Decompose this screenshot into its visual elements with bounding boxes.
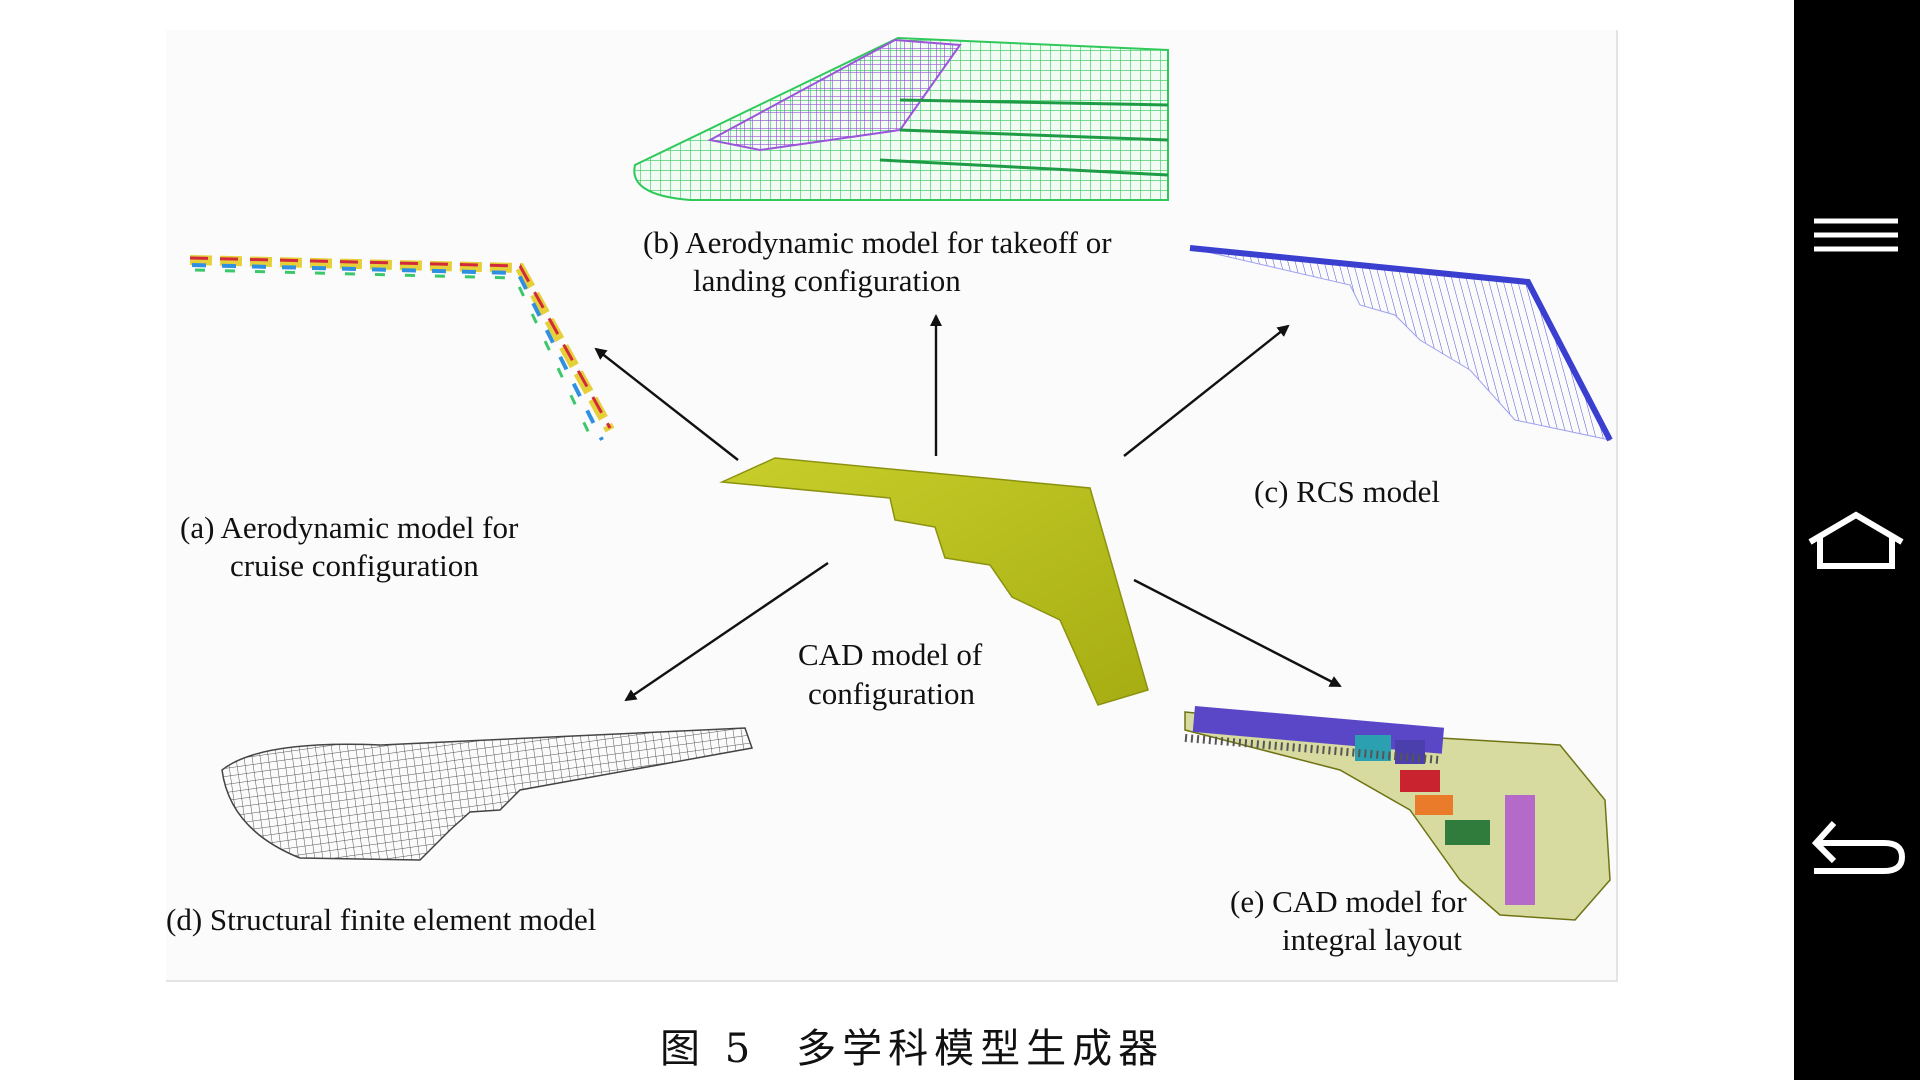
menu-icon	[1814, 218, 1898, 252]
cad-wing	[719, 457, 1149, 706]
label-center-line2: configuration	[808, 676, 976, 711]
home-button[interactable]	[1806, 490, 1906, 590]
figure-caption: 图 5 多学科模型生成器	[660, 1016, 1164, 1072]
caption-prefix: 图 5	[660, 1026, 757, 1072]
navigation-bar	[1794, 0, 1920, 1080]
back-button[interactable]	[1806, 795, 1906, 895]
back-icon	[1811, 820, 1906, 874]
figure-illustration: (a) Aerodynamic model for cruise configu…	[166, 36, 1613, 957]
label-a-line1: (a) Aerodynamic model for	[180, 510, 519, 545]
arrows	[594, 314, 1342, 702]
caption-title: 多学科模型生成器	[796, 1026, 1165, 1072]
arrow-to-e	[1133, 578, 1342, 688]
label-e-line2: integral layout	[1282, 922, 1462, 957]
screen-content: (a) Aerodynamic model for cruise configu…	[166, 30, 1618, 1072]
menu-button[interactable]	[1806, 185, 1906, 285]
arrow-to-a	[594, 347, 739, 461]
arrow-to-c	[1123, 324, 1290, 457]
label-d: (d) Structural finite element model	[166, 902, 596, 937]
rcs-mesh	[1189, 245, 1613, 442]
takeoff-landing-mesh	[633, 36, 1169, 201]
label-b-line2: landing configuration	[693, 263, 961, 298]
label-center-line1: CAD model of	[798, 637, 983, 672]
structural-fe-model	[221, 727, 753, 861]
home-icon	[1808, 511, 1904, 569]
cruise-aero-model	[189, 255, 615, 449]
integral-layout-model	[1184, 706, 1611, 921]
label-e-line1: (e) CAD model for	[1230, 884, 1467, 919]
label-c: (c) RCS model	[1254, 474, 1440, 509]
label-a-line2: cruise configuration	[230, 548, 479, 583]
figure-labels: (a) Aerodynamic model for cruise configu…	[166, 225, 1467, 957]
arrow-to-d	[624, 562, 829, 702]
label-b-line1: (b) Aerodynamic model for takeoff or	[643, 225, 1112, 260]
